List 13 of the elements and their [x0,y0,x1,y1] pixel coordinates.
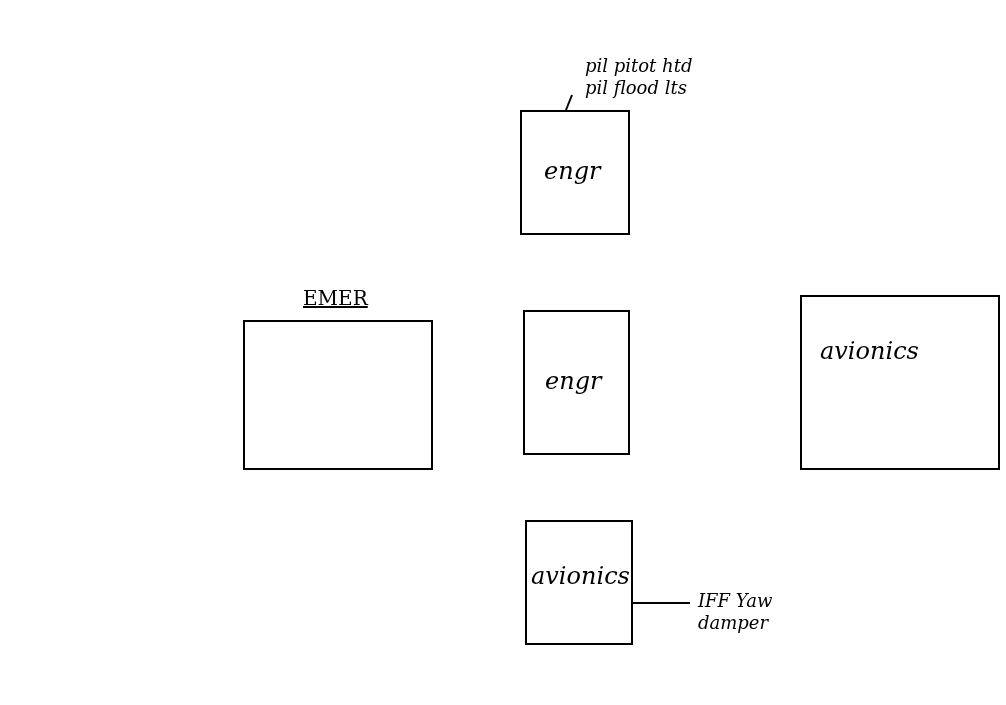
box-label: avionics [820,337,919,365]
box-label: engr [545,367,602,395]
sketch-box [800,295,1000,470]
annotation-text: pil pitot htd pil flood lts [585,55,694,99]
box-heading: EMER [303,286,368,310]
annotation-text: IFF Yaw damper [698,590,774,634]
leader-line [632,602,691,604]
box-label: avionics [531,562,630,590]
box-label: engr [544,157,601,185]
sketch-box [520,110,630,235]
sketch-box [525,520,633,645]
sketch-box [523,310,630,455]
leader-line [565,94,573,111]
